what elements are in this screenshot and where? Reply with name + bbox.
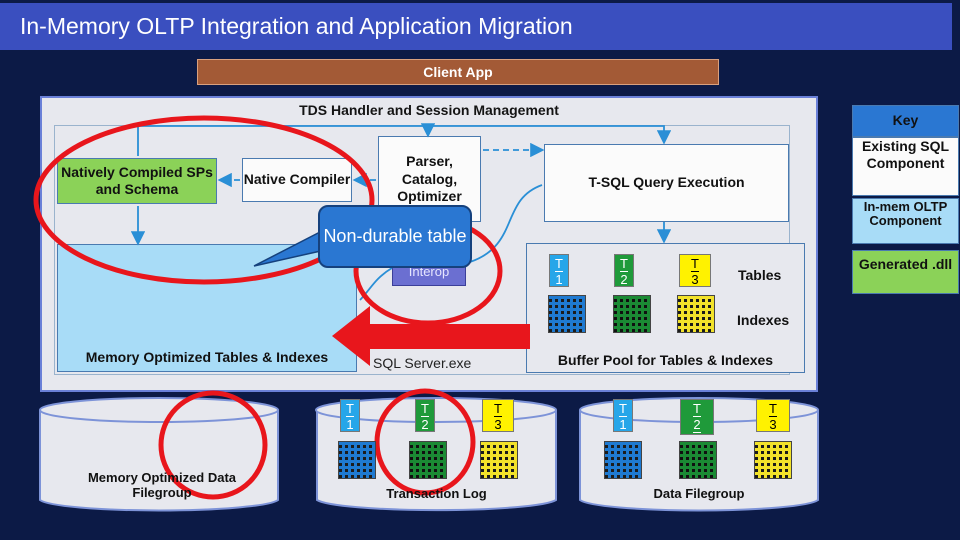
natively-compiled-box: Natively Compiled SPs and Schema [57, 158, 217, 204]
buffer-pool-label: Buffer Pool for Tables & Indexes [557, 352, 774, 368]
filegroup-index-pattern [679, 441, 717, 479]
memory-optimized-filegroup-label: Memory Optimized Data Filegroup [87, 470, 237, 500]
transaction-log-label: Transaction Log [386, 486, 487, 501]
memory-optimized-tables-label: Memory Optimized Tables & Indexes [85, 349, 329, 365]
tables-label: Tables [738, 267, 782, 283]
sql-server-exe-label: SQL Server.exe [373, 355, 472, 371]
buffer-pool-index-pattern [613, 295, 651, 333]
buffer-pool-index-pattern [548, 295, 586, 333]
page-title: In-Memory OLTP Integration and Applicati… [0, 3, 952, 50]
log-index-pattern [338, 441, 376, 479]
tds-handler-label: TDS Handler and Session Management [299, 102, 559, 118]
non-durable-callout: Non-durable table [318, 205, 472, 268]
legend-generated-dll: Generated .dll [852, 250, 959, 294]
filegroup-index-pattern [754, 441, 792, 479]
tsql-execution-box: T-SQL Query Execution [544, 144, 789, 222]
legend-inmem-component: In-mem OLTP Component [852, 198, 959, 244]
log-index-pattern [480, 441, 518, 479]
log-index-pattern [409, 441, 447, 479]
buffer-pool-index-pattern [677, 295, 715, 333]
client-app-box: Client App [197, 59, 719, 85]
legend-key: Key [852, 105, 959, 137]
legend-existing-component: Existing SQL Component [852, 137, 959, 196]
filegroup-index-pattern [604, 441, 642, 479]
indexes-label: Indexes [737, 312, 790, 328]
native-compiler-box: Native Compiler [242, 158, 352, 202]
data-filegroup-label: Data Filegroup [653, 486, 745, 501]
